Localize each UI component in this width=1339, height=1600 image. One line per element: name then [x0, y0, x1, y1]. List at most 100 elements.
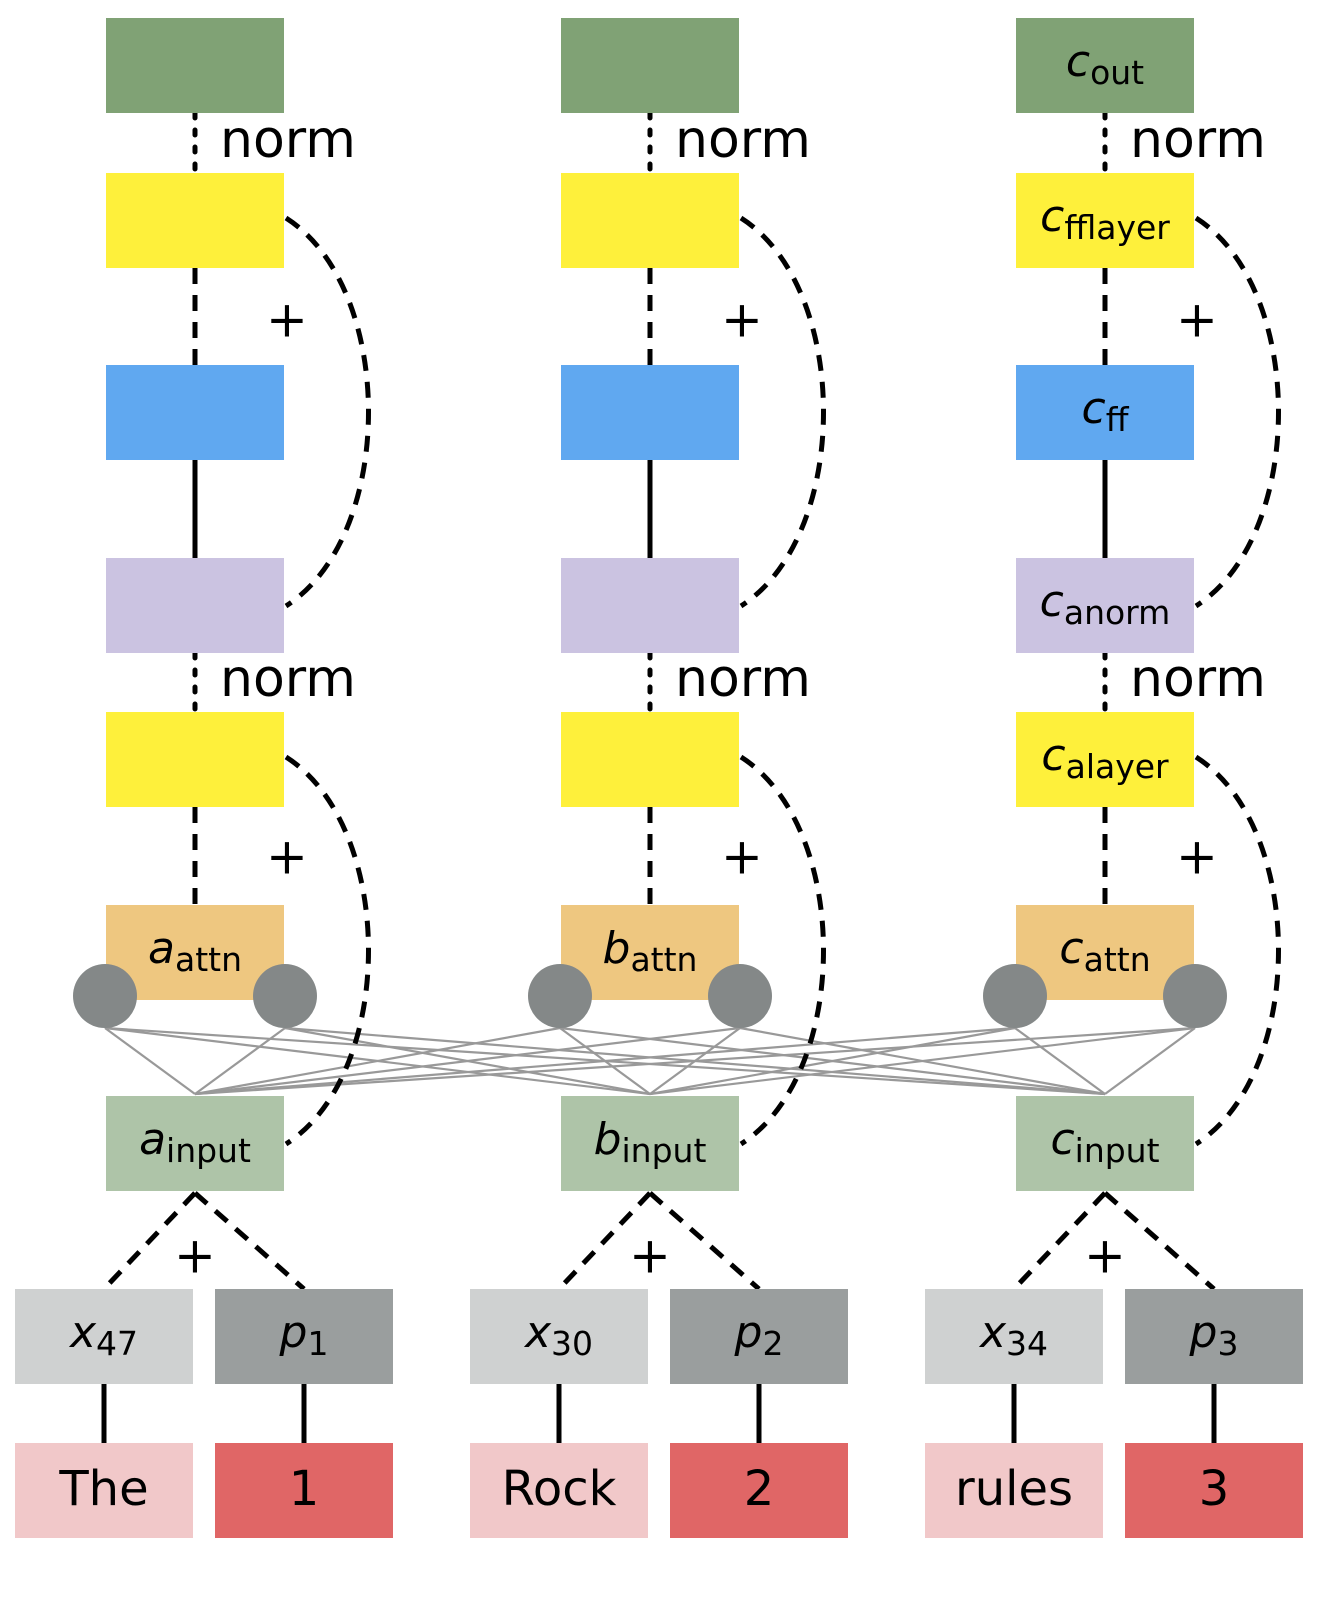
anorm-label-var: c — [1040, 576, 1064, 627]
norm-label: norm — [675, 110, 811, 170]
residual-arc — [284, 754, 371, 1147]
norm-label: norm — [675, 649, 811, 709]
attn-box — [106, 905, 284, 1000]
fflayer-box — [106, 173, 284, 268]
norm-label: norm — [220, 649, 356, 709]
attention-edge — [194, 1026, 561, 1096]
attention-edge — [194, 1026, 741, 1096]
attention-edge — [194, 1027, 286, 1095]
attn-label-var: a — [148, 923, 175, 974]
token-embedding-box — [925, 1289, 1103, 1384]
word-label: Rock — [502, 1461, 617, 1517]
token-embedding-box — [15, 1289, 193, 1384]
alayer-label-var: c — [1041, 730, 1065, 781]
plus-sign: + — [1176, 291, 1218, 349]
token-embedding-label-sub: 34 — [1006, 1324, 1048, 1363]
position-box — [670, 1443, 848, 1538]
norm-label: norm — [1130, 649, 1266, 709]
attn-label-var: c — [1059, 923, 1083, 974]
ff-label-sub: ff — [1106, 400, 1130, 439]
attention-edge — [194, 1026, 1196, 1096]
position-embedding-label: p2 — [734, 1307, 784, 1363]
token-embedding-label-var: x — [978, 1307, 1007, 1358]
attention-edge — [104, 1027, 196, 1095]
attn-label: aattn — [148, 923, 242, 979]
attention-edge — [649, 1026, 1196, 1096]
attn-label-var: b — [603, 923, 631, 974]
attn-label-sub: attn — [630, 940, 697, 979]
connectors — [101, 110, 1281, 1443]
word-box — [470, 1443, 648, 1538]
anorm-label: canorm — [1040, 576, 1171, 632]
position-label: 1 — [289, 1461, 320, 1517]
out-box — [106, 18, 284, 113]
position-embedding-label: p1 — [279, 1307, 329, 1363]
position-embedding-box — [670, 1289, 848, 1384]
attention-head-right — [1163, 964, 1227, 1028]
plus-sign: + — [1176, 828, 1218, 886]
token-embedding-label-var: x — [523, 1307, 552, 1358]
embed-connector — [193, 1191, 306, 1291]
attention-connections — [104, 1026, 1196, 1096]
attention-head-left — [73, 964, 137, 1028]
position-label: 2 — [744, 1461, 775, 1517]
position-label: 3 — [1199, 1461, 1230, 1517]
input-label-sub: input — [166, 1131, 251, 1170]
alayer-box — [1016, 712, 1194, 807]
input-label-sub: input — [622, 1131, 707, 1170]
token-embedding-label-var: x — [68, 1307, 97, 1358]
ff-box — [561, 365, 739, 460]
word-label: rules — [955, 1461, 1073, 1517]
ff-box — [106, 365, 284, 460]
fflayer-label: cfflayer — [1040, 191, 1170, 247]
attention-edge — [649, 1026, 1016, 1096]
residual-arc — [1194, 215, 1281, 609]
input-label-var: b — [594, 1114, 622, 1165]
alayer-label: calayer — [1041, 730, 1169, 786]
out-box — [1016, 18, 1194, 113]
embed-connector — [1103, 1191, 1216, 1291]
position-embedding-label-var: p — [1189, 1307, 1218, 1358]
input-box — [1016, 1096, 1194, 1191]
input-label: cinput — [1050, 1114, 1159, 1170]
input-label: ainput — [139, 1114, 251, 1170]
out-label: cout — [1066, 36, 1144, 92]
alayer-box — [106, 712, 284, 807]
position-embedding-label-sub: 2 — [762, 1324, 783, 1363]
token-embedding-label: x30 — [523, 1307, 593, 1363]
input-box — [106, 1096, 284, 1191]
attn-label: battn — [603, 923, 698, 979]
norm-label: norm — [220, 110, 356, 170]
position-embedding-label-var: p — [279, 1307, 308, 1358]
out-label-var: c — [1066, 36, 1090, 87]
anorm-box — [561, 558, 739, 653]
embed-connector — [102, 1191, 197, 1291]
residual-arc — [739, 754, 826, 1147]
token-embedding-label: x34 — [978, 1307, 1048, 1363]
token-embedding-label-sub: 47 — [96, 1324, 138, 1363]
input-label: binput — [594, 1114, 707, 1170]
out-label-sub: out — [1090, 53, 1144, 92]
anorm-box — [1016, 558, 1194, 653]
attn-box — [1016, 905, 1194, 1000]
fflayer-box — [561, 173, 739, 268]
position-box — [1125, 1443, 1303, 1538]
attention-head-left — [983, 964, 1047, 1028]
norm-label: norm — [1130, 110, 1266, 170]
token-embedding-box — [470, 1289, 648, 1384]
word-label: The — [58, 1461, 148, 1517]
input-box — [561, 1096, 739, 1191]
attn-box — [561, 905, 739, 1000]
input-label-var: a — [139, 1114, 166, 1165]
attention-head-right — [708, 964, 772, 1028]
position-box — [215, 1443, 393, 1538]
token-embedding-label: x47 — [68, 1307, 138, 1363]
plus-sign: + — [266, 291, 308, 349]
plus-sign: + — [721, 828, 763, 886]
anorm-label-sub: anorm — [1064, 593, 1170, 632]
word-box — [15, 1443, 193, 1538]
token-embedding-label-sub: 30 — [551, 1324, 593, 1363]
attention-head-right — [253, 964, 317, 1028]
plus-sign: + — [174, 1227, 216, 1285]
